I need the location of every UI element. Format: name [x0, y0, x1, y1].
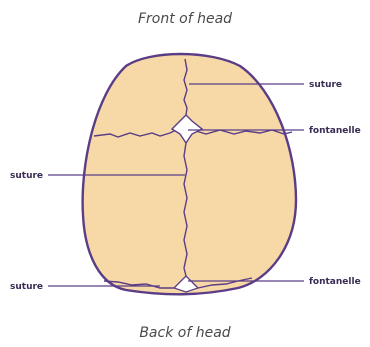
back-of-head-caption: Back of head — [0, 325, 370, 341]
label-suture-bottom-left: suture — [10, 282, 43, 292]
label-suture-left: suture — [10, 171, 43, 181]
label-fontanelle-lower: fontanelle — [309, 277, 361, 287]
label-suture-top-right: suture — [309, 80, 342, 90]
label-fontanelle-upper: fontanelle — [309, 126, 361, 136]
skull-outline — [83, 54, 296, 294]
